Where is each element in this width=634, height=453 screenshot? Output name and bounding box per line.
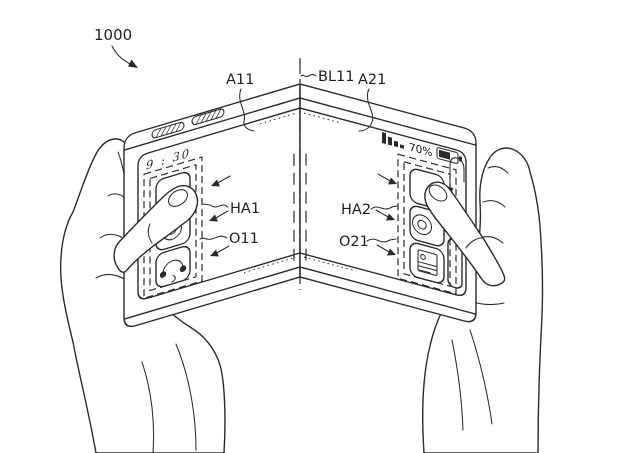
right-display-area-label: A21	[358, 72, 386, 88]
right-display-area-leader	[358, 88, 374, 132]
left-thumbnail	[167, 189, 189, 207]
right-front-bottom-edge	[299, 266, 477, 315]
battery-icon	[436, 147, 462, 164]
right-thumb-outline	[424, 181, 506, 287]
right-objects-label: O21	[339, 234, 369, 250]
right-front-top-edge	[299, 97, 477, 146]
right-wrist-line	[451, 339, 464, 431]
left-thumb-outline	[113, 184, 199, 273]
bending-line-leader	[300, 73, 317, 78]
left-wrist-line	[141, 361, 155, 453]
camera-lens-icon	[409, 205, 445, 247]
left-display-area-label: A11	[226, 72, 254, 88]
right-handling-area-label: HA2	[341, 202, 371, 218]
signal-bars-icon	[382, 131, 404, 149]
right-wrist-line	[469, 329, 493, 425]
left-objects-leader	[199, 235, 228, 240]
gallery-icon	[409, 242, 445, 284]
crease-dots-bottom-left	[244, 256, 296, 274]
left-thumb	[113, 184, 199, 273]
right-half: 70%	[299, 83, 477, 323]
left-thumb-crease	[147, 223, 153, 244]
crease-dots-top-right	[304, 112, 340, 124]
right-objects-leader	[366, 238, 397, 243]
left-front-bottom-edge	[123, 266, 301, 320]
right-handling-area-leader	[370, 205, 398, 210]
right-hand-finger-line	[482, 200, 506, 208]
device-leader-arrow	[111, 45, 138, 68]
left-objects-label: O11	[229, 231, 259, 247]
crease-dots-bottom-right	[304, 256, 356, 272]
left-handling-area-leader	[202, 203, 229, 208]
right-thumbnail	[428, 184, 448, 202]
device-label: 1000	[94, 26, 132, 44]
right-thumb-crease	[465, 237, 483, 249]
left-front-top-edge	[123, 97, 301, 151]
right-pointer-arrows	[375, 173, 397, 256]
crease-dots-top-left	[260, 112, 296, 125]
right-thumb	[424, 181, 506, 287]
left-wrist-line	[175, 343, 197, 451]
left-handling-area-label: HA1	[230, 201, 260, 217]
battery-percent-text: 70%	[409, 140, 432, 159]
headphones-icon	[155, 245, 191, 288]
left-pointer-arrows	[209, 175, 231, 257]
left-display-area-leader	[239, 88, 255, 132]
right-hand-finger-line	[487, 166, 509, 174]
volume-buttons-icon	[151, 108, 225, 139]
handling-area-right-box	[397, 153, 457, 295]
bending-line-label: BL11	[318, 69, 354, 85]
